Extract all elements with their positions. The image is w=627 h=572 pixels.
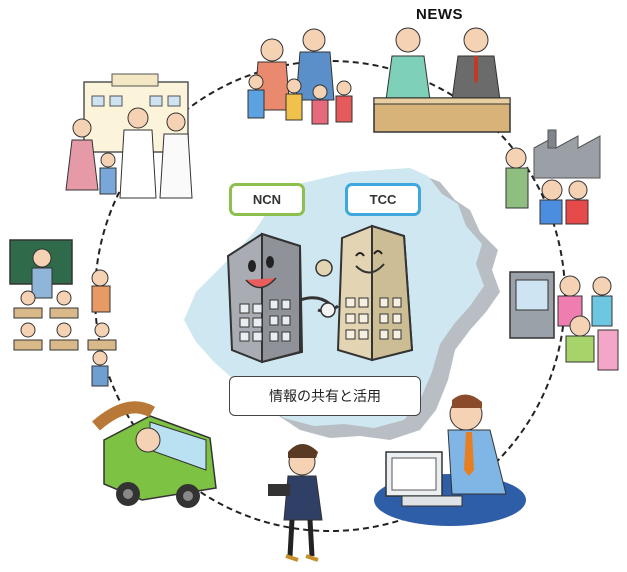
caption-box: 情報の共有と活用 — [229, 376, 421, 416]
hospital-doctor-nurse-icon — [65, 73, 193, 199]
camera-reporter-icon — [268, 444, 323, 562]
news-label: NEWS — [416, 6, 463, 23]
classroom-icon — [9, 239, 117, 387]
ncn-label-box: NCN — [229, 183, 305, 216]
tcc-label-box: TCC — [345, 183, 421, 216]
tv-audience-icon — [509, 271, 619, 371]
family-group-icon — [247, 28, 353, 125]
ncn-building — [226, 232, 331, 364]
computer-worker-icon — [374, 394, 526, 526]
tcc-building — [315, 224, 414, 362]
news-anchors-icon — [373, 27, 511, 133]
timber-truck-icon — [92, 401, 217, 508]
factory-workers-icon — [505, 129, 601, 225]
